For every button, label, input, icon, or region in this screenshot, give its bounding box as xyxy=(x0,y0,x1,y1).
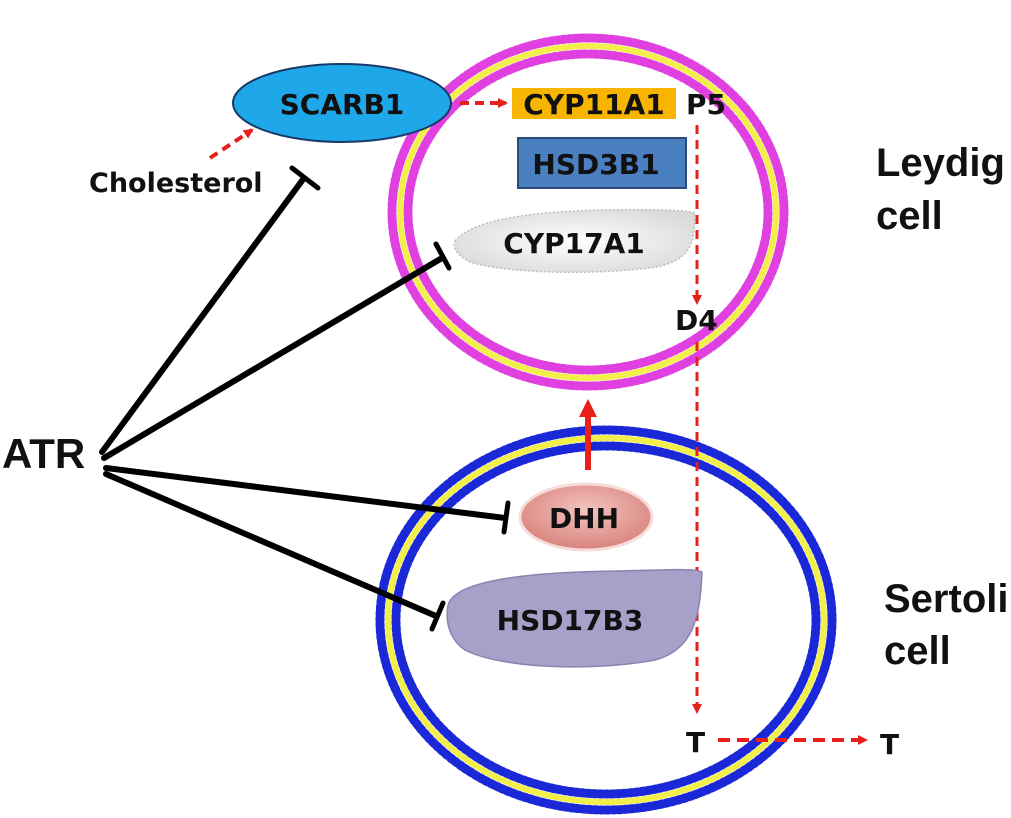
sertoli-cell-membrane xyxy=(375,425,837,815)
cyp17a1-label: CYP17A1 xyxy=(503,227,644,260)
sertoli-cell-label-line1: Sertoli xyxy=(884,577,1008,621)
cholesterol-to-scarb1-arrow xyxy=(208,128,254,160)
atr-to-scarb1-tbar xyxy=(289,165,321,191)
atr-to-dhh-tbar xyxy=(501,500,511,535)
cholesterol-label: Cholesterol xyxy=(89,168,263,199)
atr-to-hsd17b3-inhibition xyxy=(103,471,439,619)
scarb1-label: SCARB1 xyxy=(280,88,405,121)
hsd3b1-protein: HSD3B1 xyxy=(517,137,687,189)
p5-label: P5 xyxy=(686,88,726,121)
d4-label: D4 xyxy=(675,304,718,337)
atr-label: ATR xyxy=(2,430,85,477)
leydig-cell-membrane xyxy=(387,33,789,391)
scarb1-protein: SCARB1 xyxy=(232,63,452,143)
dhh-label: DHH xyxy=(549,502,619,535)
dhh-protein: DHH xyxy=(518,482,654,552)
atr-to-cyp17a1-inhibition xyxy=(101,255,445,461)
leydig-cell-label-line2: cell xyxy=(876,194,943,238)
atr-inhibition-lines xyxy=(99,165,511,632)
hsd3b1-label: HSD3B1 xyxy=(532,148,659,181)
atr-to-cyp17a1-tbar xyxy=(433,241,452,271)
hsd17b3-label: HSD17B3 xyxy=(497,604,644,637)
hsd17b3-protein: HSD17B3 xyxy=(446,568,703,668)
sertoli-cell-label-line2: cell xyxy=(884,629,951,673)
cyp17a1-protein: CYP17A1 xyxy=(453,208,696,274)
atr-to-hsd17b3-tbar xyxy=(429,600,446,632)
cyp11a1-label: CYP11A1 xyxy=(523,88,664,121)
testosterone-inside-label: T xyxy=(686,726,705,759)
atr-to-dhh-inhibition xyxy=(103,465,508,521)
cyp11a1-protein: CYP11A1 xyxy=(512,88,676,121)
leydig-cell-label-line1: Leydig xyxy=(876,141,1005,185)
testosterone-outside-label: T xyxy=(880,728,899,761)
atr-to-scarb1-inhibition xyxy=(99,175,307,455)
